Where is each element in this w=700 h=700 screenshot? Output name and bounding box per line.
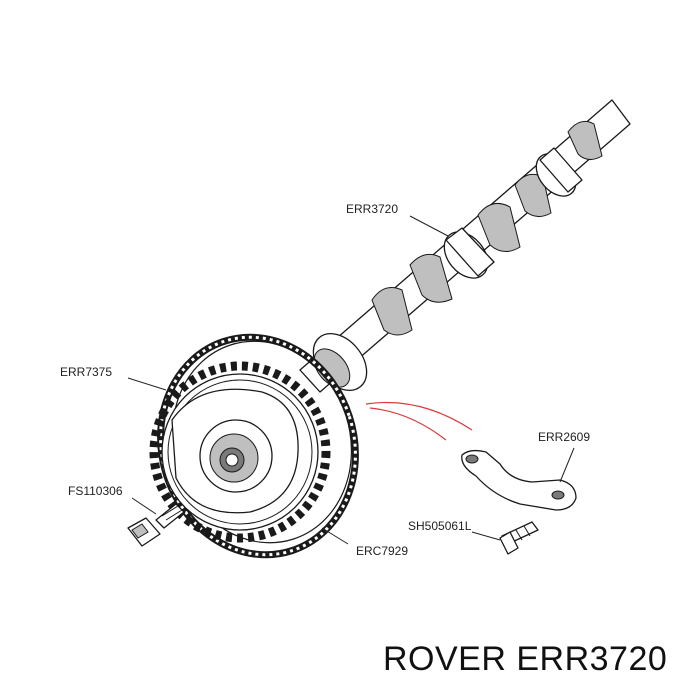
leader-sprocket-bolt xyxy=(131,497,157,515)
sprocket-bolt xyxy=(127,503,185,547)
bracket-bolt xyxy=(499,521,539,555)
leader-chain xyxy=(321,527,349,545)
camshaft-sprocket xyxy=(149,361,331,543)
label-sprocket: ERR7375 xyxy=(60,365,112,379)
part-title: ROVER ERR3720 xyxy=(383,640,668,678)
label-sprocket-bolt: FS110306 xyxy=(68,484,123,498)
leader-lines xyxy=(127,215,575,545)
bracket xyxy=(461,449,577,511)
leader-bracket xyxy=(559,447,575,483)
camshaft xyxy=(299,99,631,393)
leader-sprocket xyxy=(127,377,167,391)
alignment-marks xyxy=(365,401,473,441)
label-chain: ERC7929 xyxy=(356,544,408,558)
label-bracket: ERR2609 xyxy=(538,430,590,444)
label-bracket-bolt: SH505061L xyxy=(408,519,472,533)
leader-bracket-bolt xyxy=(471,531,501,541)
leader-camshaft xyxy=(409,215,449,237)
label-camshaft: ERR3720 xyxy=(346,202,398,216)
